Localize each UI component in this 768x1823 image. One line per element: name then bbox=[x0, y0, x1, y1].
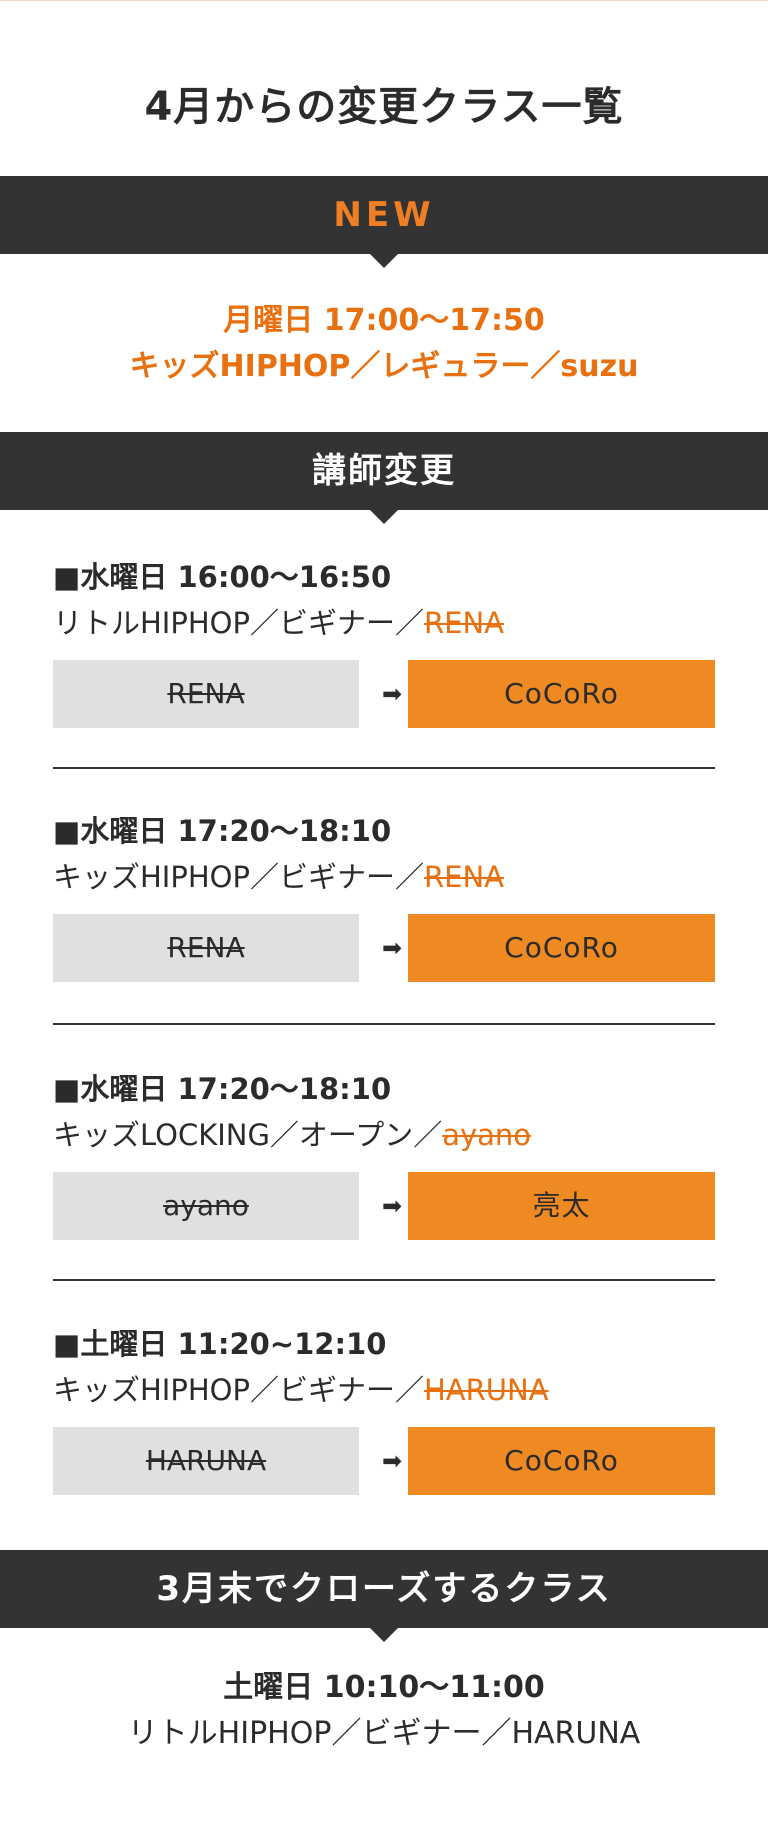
top-divider bbox=[0, 0, 768, 1]
class-schedule: ■水曜日 17:20〜18:10 bbox=[53, 814, 392, 848]
teacher-change-item: ■水曜日 17:20〜18:10 キッズHIPHOP／ビギナー／RENA REN… bbox=[53, 808, 715, 982]
closing-class-name: リトルHIPHOP／ビギナー／HARUNA bbox=[127, 1716, 641, 1751]
teacher-change-item: ■水曜日 17:20〜18:10 キッズLOCKING／オープン／ayano a… bbox=[53, 1066, 715, 1240]
class-name: キッズHIPHOP／ビギナー／ bbox=[53, 860, 424, 894]
divider bbox=[53, 1279, 715, 1281]
class-info: キッズLOCKING／オープン／ayano bbox=[53, 1112, 715, 1158]
page-title: 4月からの変更クラス一覧 bbox=[144, 84, 624, 130]
divider bbox=[53, 767, 715, 769]
teacher-change-item: ■土曜日 11:20~12:10 キッズHIPHOP／ビギナー／HARUNA H… bbox=[53, 1321, 715, 1495]
class-info: キッズHIPHOP／ビギナー／HARUNA bbox=[53, 1367, 715, 1413]
arrow-right-icon: ➡ bbox=[381, 934, 403, 962]
class-schedule: ■水曜日 16:00〜16:50 bbox=[53, 560, 392, 594]
old-teacher-inline: HARUNA bbox=[423, 1373, 549, 1407]
new-class-schedule: 月曜日 17:00〜17:50 bbox=[223, 303, 545, 338]
arrow-right-icon: ➡ bbox=[381, 1192, 403, 1220]
class-name: リトルHIPHOP／ビギナー／ bbox=[53, 606, 424, 640]
new-teacher-box: CoCoRo bbox=[408, 660, 715, 728]
class-info: リトルHIPHOP／ビギナー／RENA bbox=[53, 600, 715, 646]
new-class-block: 月曜日 17:00〜17:50 キッズHIPHOP／レギュラー／suzu bbox=[0, 298, 768, 390]
arrow-right-icon: ➡ bbox=[381, 680, 403, 708]
section-header-new: NEW bbox=[0, 176, 768, 268]
arrow-right-icon: ➡ bbox=[381, 1447, 403, 1475]
new-teacher-box: CoCoRo bbox=[408, 914, 715, 982]
section-header-closing: 3月末でクローズするクラス bbox=[0, 1550, 768, 1642]
old-teacher-inline: RENA bbox=[423, 606, 504, 640]
teacher-swap-row: RENA ➡ CoCoRo bbox=[53, 914, 715, 982]
class-info: キッズHIPHOP／ビギナー／RENA bbox=[53, 854, 715, 900]
old-teacher-box: RENA bbox=[53, 660, 359, 728]
new-teacher-box: CoCoRo bbox=[408, 1427, 715, 1495]
new-teacher-box: 亮太 bbox=[408, 1172, 715, 1240]
teacher-swap-row: ayano ➡ 亮太 bbox=[53, 1172, 715, 1240]
teacher-change-item: ■水曜日 16:00〜16:50 リトルHIPHOP／ビギナー／RENA REN… bbox=[53, 554, 715, 728]
closing-class-schedule: 土曜日 10:10〜11:00 bbox=[223, 1670, 545, 1705]
class-schedule: ■水曜日 17:20〜18:10 bbox=[53, 1072, 392, 1106]
class-name: キッズHIPHOP／ビギナー／ bbox=[53, 1373, 424, 1407]
old-teacher-box: HARUNA bbox=[53, 1427, 359, 1495]
new-class-name: キッズHIPHOP／レギュラー／suzu bbox=[129, 349, 639, 384]
old-teacher-box: ayano bbox=[53, 1172, 359, 1240]
divider bbox=[53, 1023, 715, 1025]
class-name: キッズLOCKING／オープン／ bbox=[53, 1118, 443, 1152]
class-schedule: ■土曜日 11:20~12:10 bbox=[53, 1327, 387, 1361]
closing-class-block: 土曜日 10:10〜11:00 リトルHIPHOP／ビギナー／HARUNA bbox=[0, 1665, 768, 1757]
teacher-swap-row: HARUNA ➡ CoCoRo bbox=[53, 1427, 715, 1495]
section-header-teacher-change: 講師変更 bbox=[0, 432, 768, 524]
old-teacher-inline: ayano bbox=[442, 1118, 532, 1152]
old-teacher-box: RENA bbox=[53, 914, 359, 982]
old-teacher-inline: RENA bbox=[423, 860, 504, 894]
teacher-swap-row: RENA ➡ CoCoRo bbox=[53, 660, 715, 728]
